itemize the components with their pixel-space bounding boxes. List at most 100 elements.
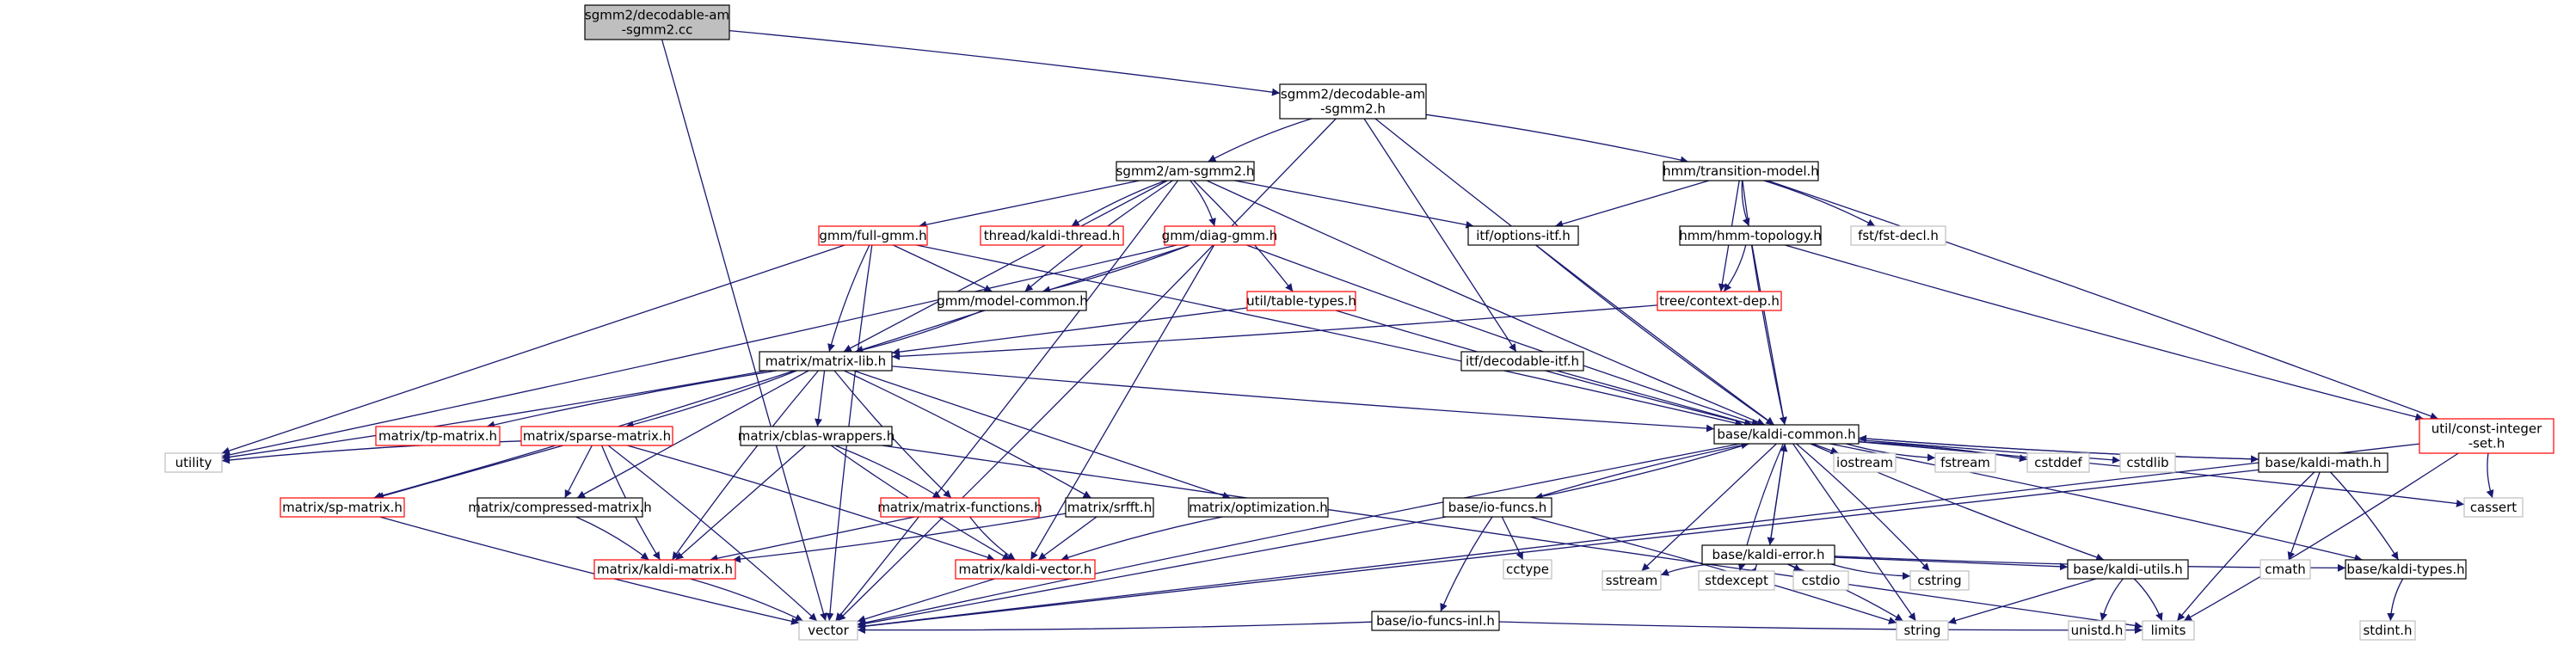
node-matrix-kaldi-vector-h[interactable]: matrix/kaldi-vector.h [955, 559, 1096, 580]
node-matrix-matrix-lib-h[interactable]: matrix/matrix-lib.h [759, 351, 893, 372]
node-label: base/kaldi-types.h [2346, 562, 2464, 577]
edge-kmath-to-vector [857, 469, 2259, 630]
edge-fullgmm-to-kcommon [916, 244, 1743, 427]
node-util-table-types-h[interactable]: util/table-types.h [1246, 291, 1356, 311]
node-iostream: iostream [1833, 452, 1897, 473]
node-base-kaldi-types-h[interactable]: base/kaldi-types.h [2345, 559, 2467, 580]
node-label: matrix/cblas-wrappers.h [738, 428, 895, 444]
node-box [759, 351, 893, 372]
edge-matrixlib-to-optim [853, 370, 1231, 500]
node-hmm-hmm-topology-h[interactable]: hmm/hmm-topology.h [1679, 225, 1822, 246]
edge-root-to-vector [661, 39, 827, 622]
node-box [1792, 570, 1849, 591]
edge-matrixlib-to-sparse [625, 370, 797, 429]
node-label: -set.h [2468, 436, 2505, 451]
node-label: thread/kaldi-thread.h [984, 228, 1121, 243]
node-base-io-funcs-inl-h[interactable]: base/io-funcs-inl.h [1371, 611, 1500, 631]
node-matrix-cblas-wrappers-h[interactable]: matrix/cblas-wrappers.h [738, 426, 895, 446]
edge-matrixlib-to-tpmatrix [486, 370, 778, 429]
edge-fullgmm-to-utility [221, 244, 845, 455]
node-matrix-sparse-matrix-h[interactable]: matrix/sparse-matrix.h [520, 426, 673, 446]
edge-am-to-matrixlib [843, 180, 1168, 353]
node-box [938, 291, 1087, 311]
node-base-kaldi-common-h[interactable]: base/kaldi-common.h [1713, 424, 1860, 445]
node-box [1679, 225, 1822, 246]
node-box [520, 426, 673, 446]
node-base-kaldi-error-h[interactable]: base/kaldi-error.h [1701, 544, 1835, 565]
node-itf-decodable-itf-h[interactable]: itf/decodable-itf.h [1460, 351, 1584, 372]
edge-kmath-to-ktypes [2330, 471, 2400, 561]
node-box [1467, 225, 1579, 246]
node-hmm-transition-model-h[interactable]: hmm/transition-model.h [1663, 161, 1819, 181]
edge-options-to-kcommon [1535, 244, 1774, 426]
edge-iofuncs-to-ioinl [1440, 516, 1493, 612]
node-itf-options-itf-h[interactable]: itf/options-itf.h [1467, 225, 1579, 246]
node-label: hmm/transition-model.h [1663, 163, 1819, 179]
edge-iofuncs-to-vector [857, 516, 1447, 628]
node-gmm-full-gmm-h[interactable]: gmm/full-gmm.h [818, 225, 928, 246]
node-matrix-sp-matrix-h[interactable]: matrix/sp-matrix.h [280, 497, 405, 518]
edge-dec_h-to-tm [1425, 114, 1688, 164]
edge-ioinl-to-vector [857, 621, 1373, 635]
node-matrix-matrix-functions-h[interactable]: matrix/matrix-functions.h [877, 497, 1042, 518]
edge-kmatrix-to-vector [690, 578, 803, 622]
node-thread-kaldi-thread-h[interactable]: thread/kaldi-thread.h [980, 225, 1124, 246]
edge-srfft-to-kvector [1037, 516, 1097, 561]
node-box [1371, 611, 1500, 631]
edge-kcommon-to-sstream [1641, 443, 1777, 572]
node-label: cstdio [1802, 573, 1841, 588]
node-matrix-kaldi-matrix-h[interactable]: matrix/kaldi-matrix.h [593, 559, 736, 580]
node-box [1503, 559, 1552, 580]
node-label: fstream [1940, 455, 1990, 470]
edge-kcommon-to-string [1792, 443, 1916, 622]
node-cmath: cmath [2259, 559, 2311, 580]
node-base-kaldi-math-h[interactable]: base/kaldi-math.h [2258, 452, 2388, 473]
edge-kutils-to-string [1947, 578, 2097, 624]
node-box [1164, 225, 1276, 246]
edge-kmath-to-kcommon [1858, 434, 2259, 460]
node-base-kaldi-utils-h[interactable]: base/kaldi-utils.h [2067, 559, 2189, 580]
node-tree-context-dep-h[interactable]: tree/context-dep.h [1657, 291, 1782, 311]
node-box [980, 225, 1124, 246]
edge-constint-to-cassert [2486, 452, 2494, 499]
node-box [1663, 161, 1819, 181]
edge-kutils-to-limits [2133, 578, 2163, 622]
edge-am-to-diaggmm [1190, 180, 1216, 227]
node-stdint-h: stdint.h [2359, 620, 2416, 641]
edge-dec_h-to-decitf [1363, 118, 1517, 353]
node-box [2463, 497, 2524, 518]
edge-cblas-to-limits [882, 445, 2143, 630]
node-sgmm2-decodable-am-sgmm2-cc[interactable]: sgmm2/decodable-am-sgmm2.cc [584, 4, 730, 40]
dependency-edges [221, 29, 2494, 635]
edge-kcommon-to-cassert [1858, 441, 2465, 507]
edge-cblas-to-kmatrix [675, 445, 806, 561]
node-label: sstream [1606, 573, 1657, 588]
node-matrix-compressed-matrix-h[interactable]: matrix/compressed-matrix.h [468, 497, 652, 518]
node-box [1657, 291, 1782, 311]
file-nodes: sgmm2/decodable-am-sgmm2.cc sgmm2/decodab… [164, 4, 2554, 641]
node-matrix-srfft-h[interactable]: matrix/srfft.h [1065, 497, 1154, 518]
edge-fullgmm-to-modelcommon [893, 244, 993, 292]
node-label: gmm/model-common.h [937, 293, 1088, 309]
node-box [1909, 570, 1970, 591]
node-gmm-model-common-h[interactable]: gmm/model-common.h [937, 291, 1088, 311]
node-matrix-tp-matrix-h[interactable]: matrix/tp-matrix.h [375, 426, 501, 446]
edge-kcommon-to-iostream [1812, 443, 1839, 455]
node-fstream: fstream [1934, 452, 1996, 473]
node-gmm-diag-gmm-h[interactable]: gmm/diag-gmm.h [1162, 225, 1278, 246]
node-base-io-funcs-h[interactable]: base/io-funcs.h [1442, 497, 1552, 518]
node-box [584, 4, 730, 40]
node-label: matrix/optimization.h [1189, 500, 1328, 515]
node-box [2119, 452, 2176, 473]
node-box [1934, 452, 1996, 473]
node-matrix-optimization-h[interactable]: matrix/optimization.h [1188, 497, 1329, 518]
node-box [164, 452, 223, 473]
node-util-const-integer-set-h[interactable]: util/const-integer-set.h [2419, 418, 2554, 454]
node-label: matrix/tp-matrix.h [378, 428, 497, 444]
node-sgmm2-am-sgmm2-h[interactable]: sgmm2/am-sgmm2.h [1116, 161, 1255, 181]
edge-sparse-to-spmatrix [376, 445, 563, 500]
node-label: matrix/sparse-matrix.h [523, 428, 671, 444]
node-sgmm2-decodable-am-sgmm2-h[interactable]: sgmm2/decodable-am-sgmm2.h [1279, 83, 1427, 120]
node-box [1442, 497, 1552, 518]
edge-contextdep-to-matrixlib [891, 304, 1658, 360]
